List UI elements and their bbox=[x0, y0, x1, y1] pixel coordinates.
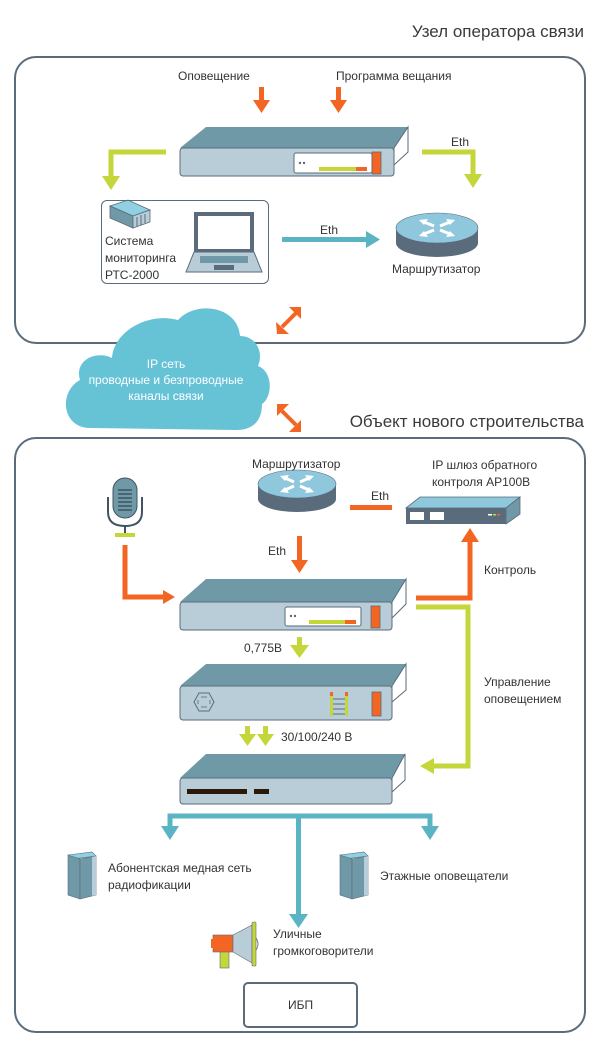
arrow-mic-to-amplifier bbox=[122, 545, 175, 604]
floor-alerter-icon bbox=[339, 851, 369, 900]
cloud-label: IP сеть проводные и безпроводные каналы … bbox=[66, 356, 266, 404]
label-eth-router-down: Eth bbox=[268, 544, 287, 558]
megaphone-icon bbox=[211, 921, 259, 969]
site-broadcast-server-device bbox=[179, 577, 407, 631]
cloud-label-line3: каналы связи bbox=[128, 389, 204, 403]
arrow-router-to-amplifier bbox=[291, 536, 308, 573]
arrow-30-100-240v bbox=[239, 726, 274, 746]
gateway-ap100b-device bbox=[404, 496, 522, 525]
monitoring-system-box bbox=[101, 200, 269, 284]
label-gateway-line2: контроля АР100В bbox=[432, 475, 531, 489]
subscriber-speaker-icon bbox=[67, 851, 97, 900]
construction-site-panel bbox=[14, 437, 586, 1033]
site-router-device bbox=[257, 469, 337, 512]
label-street-speakers-line2: громкоговорители bbox=[273, 944, 374, 958]
router-device-top bbox=[395, 212, 479, 257]
microphone-icon bbox=[107, 477, 143, 537]
label-floor-alerters: Этажные оповещатели bbox=[380, 869, 509, 883]
cloud-label-line1: IP сеть bbox=[146, 357, 186, 371]
arrow-to-monitoring bbox=[102, 149, 166, 190]
ups-label: ИБП bbox=[287, 998, 314, 1012]
distribution-lines bbox=[161, 813, 439, 928]
broadcast-server-device bbox=[179, 125, 409, 177]
label-subscriber-line2: радиофикации bbox=[108, 878, 191, 892]
label-alert-input: Оповещение bbox=[178, 69, 250, 83]
operator-node-title: Узел оператора связи bbox=[411, 22, 584, 41]
label-control: Контроль bbox=[484, 563, 537, 577]
label-monitoring-line1: Система bbox=[105, 234, 154, 248]
arrow-alert-input bbox=[253, 87, 270, 113]
arrow-0775v bbox=[290, 637, 309, 658]
label-voltage-line: 0,775В bbox=[244, 641, 283, 655]
arrow-eth-monitoring-router bbox=[282, 231, 380, 248]
monitoring-server-icon bbox=[108, 199, 152, 229]
arrow-control-to-gateway bbox=[416, 528, 479, 601]
label-site-router: Маршрутизатор bbox=[252, 457, 341, 471]
laptop-icon bbox=[185, 212, 263, 273]
ip-network-cloud bbox=[65, 308, 270, 430]
label-operator-router: Маршрутизатор bbox=[392, 262, 481, 276]
label-eth-router-gateway: Eth bbox=[371, 489, 390, 503]
arrow-cloud-operator bbox=[276, 307, 301, 334]
label-voltage-out: 30/100/240 В bbox=[281, 730, 353, 744]
label-monitoring-line3: РТС-2000 bbox=[105, 268, 160, 282]
ups-box: ИБП bbox=[243, 982, 358, 1028]
label-gateway-line1: IP шлюз обратного bbox=[432, 458, 538, 472]
line-router-gateway bbox=[350, 505, 392, 510]
distribution-device bbox=[179, 753, 406, 805]
label-alert-control-line2: оповещением bbox=[484, 692, 562, 706]
label-eth-monitoring-router: Eth bbox=[320, 223, 339, 237]
arrow-broadcast-input bbox=[330, 87, 347, 113]
arrow-cloud-site bbox=[277, 404, 301, 432]
cloud-label-line2: проводные и безпроводные bbox=[88, 373, 244, 387]
construction-site-title: Объект нового строительства bbox=[349, 412, 584, 431]
label-eth-right: Eth bbox=[451, 135, 470, 149]
arrow-to-router bbox=[422, 149, 482, 188]
label-subscriber-line1: Абонентская медная сеть bbox=[108, 861, 252, 875]
arrow-alert-control bbox=[416, 604, 471, 774]
operator-node-panel bbox=[14, 56, 586, 344]
label-monitoring-line2: мониторинга bbox=[105, 251, 177, 265]
label-broadcast-program: Программа вещания bbox=[336, 69, 452, 83]
amplifier-device bbox=[179, 662, 407, 721]
label-alert-control-line1: Управление bbox=[484, 675, 551, 689]
label-street-speakers-line1: Уличные bbox=[273, 927, 322, 941]
